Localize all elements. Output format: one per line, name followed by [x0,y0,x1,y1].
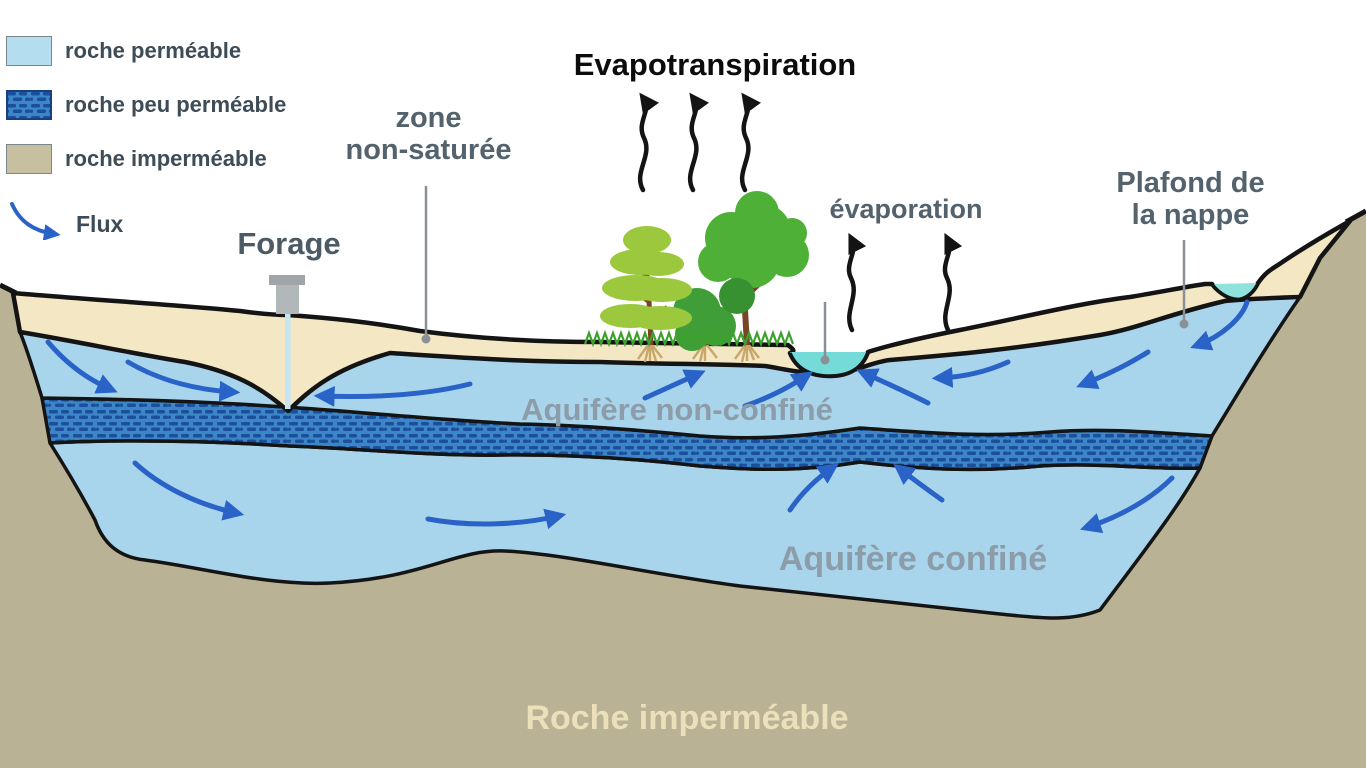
flow-arrow [856,368,931,406]
flow-arrow [132,460,245,521]
flow-arrow [125,359,241,402]
well-body [276,284,299,314]
legend-row-permeable: roche perméable [6,36,286,66]
bedrock-layer [0,212,1366,768]
vapor-arrows [637,92,963,333]
flow-arrow [425,508,567,530]
hill-pond-outline [1210,282,1260,301]
flow-arrow [742,371,813,409]
flow-arrow [642,369,706,401]
flow-arrow [931,359,1011,388]
legend-row-impermeable: roche imperméable [6,144,286,174]
evapotranspiration-arrow [739,92,761,193]
plafond-de-la-nappe-label: Plafond de la nappe [1088,167,1293,232]
legend-swatch-permeable [6,36,52,66]
legend: roche perméable roche peu perméable roch… [6,36,286,240]
pointer-dot-zone-non-saturee [421,334,431,344]
legend-swatch-semi-permeable [6,90,52,120]
zone-non-saturee-line2: non-saturée [345,134,512,167]
zone-non-saturee-line1: zone [395,102,462,134]
flow-arrow [893,463,945,503]
evapotranspiration-arrow [637,92,659,193]
surface-line-left [0,282,18,296]
surface-line-crest [1344,208,1366,225]
plafond-line2: la nappe [1131,199,1250,232]
evaporation-arrow [846,232,867,333]
legend-swatch-impermeable [6,144,52,174]
legend-row-semi-permeable: roche peu perméable [6,90,286,120]
forage-label: Forage [237,226,341,261]
flow-arrow [1076,349,1151,390]
legend-label-semi-permeable: roche peu perméable [65,92,287,117]
main-pond-outline [788,351,870,378]
roche-impermeable-label: Roche imperméable [525,699,849,737]
plafond-line1: Plafond de [1116,167,1265,199]
aquifere-non-confine-label: Aquifère non-confiné [521,392,833,427]
flow-arrow [45,339,118,394]
flow-arrows [45,299,1250,534]
legend-label-permeable: roche perméable [65,38,242,63]
flow-arrow [787,463,839,513]
legend-label-impermeable: roche imperméable [65,146,267,171]
evaporation-label: évaporation [829,194,983,224]
pointer-dot-plafond [1179,319,1189,329]
zone-non-saturee-label: zone non-saturée [316,102,541,167]
tree-roots [637,344,760,363]
flow-arrow [1190,299,1250,351]
well-cap [269,275,305,285]
flow-arrow [313,381,473,407]
pointer-dot-evaporation [820,355,830,365]
flux-arrow-icon [10,202,61,240]
evaporation-arrow [942,232,963,333]
aquifere-confine-label: Aquifère confiné [778,540,1048,578]
evapotranspiration-arrow [687,92,709,193]
tree-left [600,226,692,346]
legend-flux-label: Flux [76,211,124,237]
main-pond [790,352,868,376]
grass [583,329,795,348]
tree-right [698,191,809,346]
legend-flux-row: Flux [6,198,286,240]
flow-arrow [1080,475,1175,534]
pointer-lines [421,186,1189,365]
evapotranspiration-label: Evapotranspiration [573,47,857,82]
well-pipe [285,300,291,409]
